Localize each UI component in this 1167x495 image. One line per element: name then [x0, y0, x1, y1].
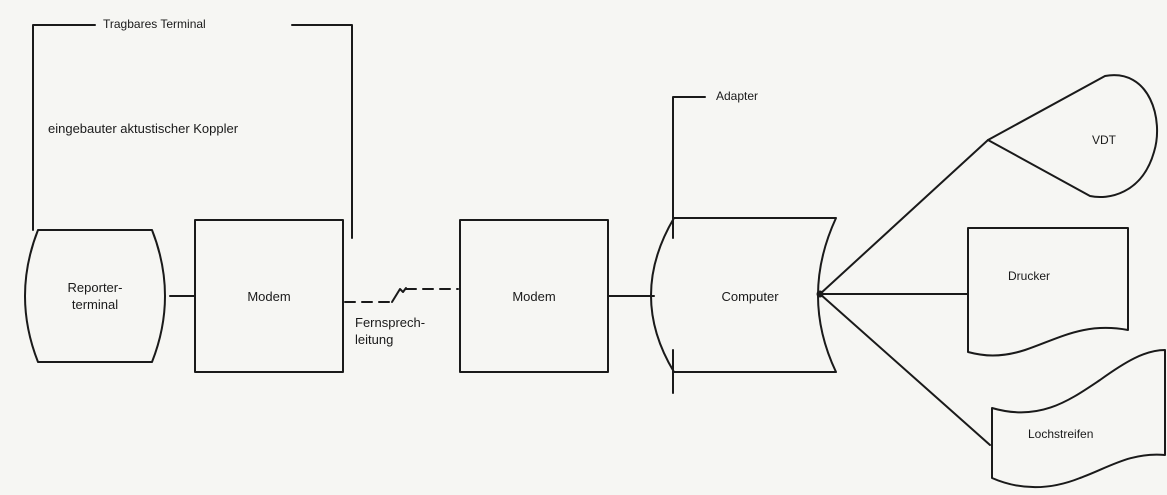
- vdt-label: VDT: [1092, 133, 1116, 147]
- paper-tape-shape: [991, 349, 1166, 488]
- reporter-terminal-shape: [24, 229, 166, 363]
- junction-dot: [816, 290, 824, 298]
- computer-label: Computer: [721, 289, 779, 304]
- connector-computer-papertape: [819, 293, 991, 446]
- phone-line-zigzag: [391, 287, 407, 303]
- phone-line-line2: leitung: [355, 332, 394, 347]
- adapter-line: [672, 96, 706, 239]
- computer-shape: [650, 217, 837, 373]
- printer-shape: [967, 227, 1129, 357]
- modem-left-label: Modem: [247, 289, 291, 304]
- printer-label: Drucker: [1008, 269, 1051, 283]
- reporter-terminal-line2: terminal: [71, 297, 119, 312]
- portable-terminal-label: Tragbares Terminal: [103, 17, 206, 31]
- paper-tape-label: Lochstreifen: [1028, 427, 1094, 441]
- connector-computer-vdt: [819, 139, 989, 295]
- modem-left-box: [194, 219, 344, 373]
- modem-right-label: Modem: [512, 289, 556, 304]
- reporter-terminal-line1: Reporter-: [67, 280, 123, 295]
- adapter-label: Adapter: [716, 89, 759, 103]
- vdt-shape: [987, 74, 1158, 198]
- built-in-coupler-label: eingebauter aktustischer Koppler: [48, 121, 239, 136]
- phone-line-line1: Fernsprech-: [355, 315, 426, 330]
- phone-line-label: Fernsprech- leitung: [355, 314, 425, 348]
- portable-terminal-bracket: [32, 24, 353, 239]
- reporter-terminal-label: Reporter- terminal: [50, 279, 140, 313]
